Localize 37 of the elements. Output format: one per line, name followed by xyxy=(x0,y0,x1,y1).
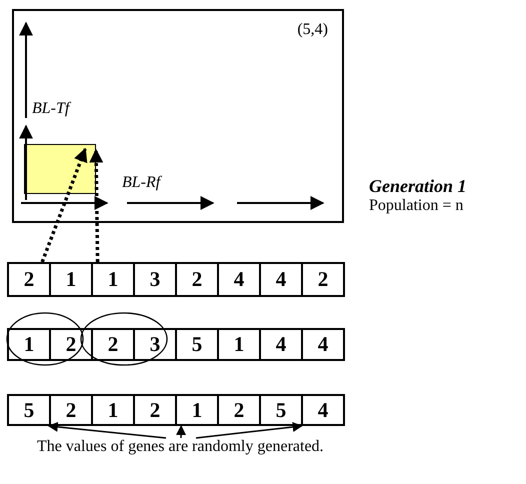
axis-label: BL-Rf xyxy=(122,174,160,192)
gene-cell: 1 xyxy=(49,262,93,297)
gene-cell: 5 xyxy=(175,328,219,361)
gene-cell: 4 xyxy=(301,394,345,426)
gene-cell: 2 xyxy=(133,394,177,426)
gene-cell: 2 xyxy=(49,394,93,426)
gene-cell: 2 xyxy=(49,328,93,361)
gene-cell: 1 xyxy=(7,328,51,361)
gene-cell: 4 xyxy=(301,328,345,361)
gene-cell: 1 xyxy=(91,262,135,297)
gene-cell: 2 xyxy=(91,328,135,361)
frame-box xyxy=(12,9,344,223)
gene-cell: 2 xyxy=(217,394,261,426)
population-text: Population = n xyxy=(369,197,464,215)
gene-cell: 1 xyxy=(175,394,219,426)
arrow xyxy=(196,422,303,439)
gene-cell: 5 xyxy=(7,394,51,426)
gene-cell: 2 xyxy=(301,262,345,297)
dotted-arrow xyxy=(89,148,104,262)
arrow xyxy=(176,425,186,438)
arrow xyxy=(48,422,166,439)
gene-cell: 4 xyxy=(259,328,303,361)
generation-heading: Generation 1 xyxy=(369,176,467,197)
coordinate-label: (5,4) xyxy=(297,21,328,39)
dotted-arrow xyxy=(40,148,88,263)
gene-cell: 2 xyxy=(175,262,219,297)
gene-cell: 1 xyxy=(217,328,261,361)
annotation-text: The values of genes are randomly generated. xyxy=(37,438,337,458)
gene-cell: 1 xyxy=(91,394,135,426)
gene-cell: 5 xyxy=(259,394,303,426)
gene-cell: 3 xyxy=(133,328,177,361)
highlight-rectangle xyxy=(24,144,96,194)
gene-cell: 4 xyxy=(259,262,303,297)
gene-cell: 2 xyxy=(7,262,51,297)
axis-label: BL-Tf xyxy=(32,100,70,118)
gene-cell: 4 xyxy=(217,262,261,297)
gene-cell: 3 xyxy=(133,262,177,297)
